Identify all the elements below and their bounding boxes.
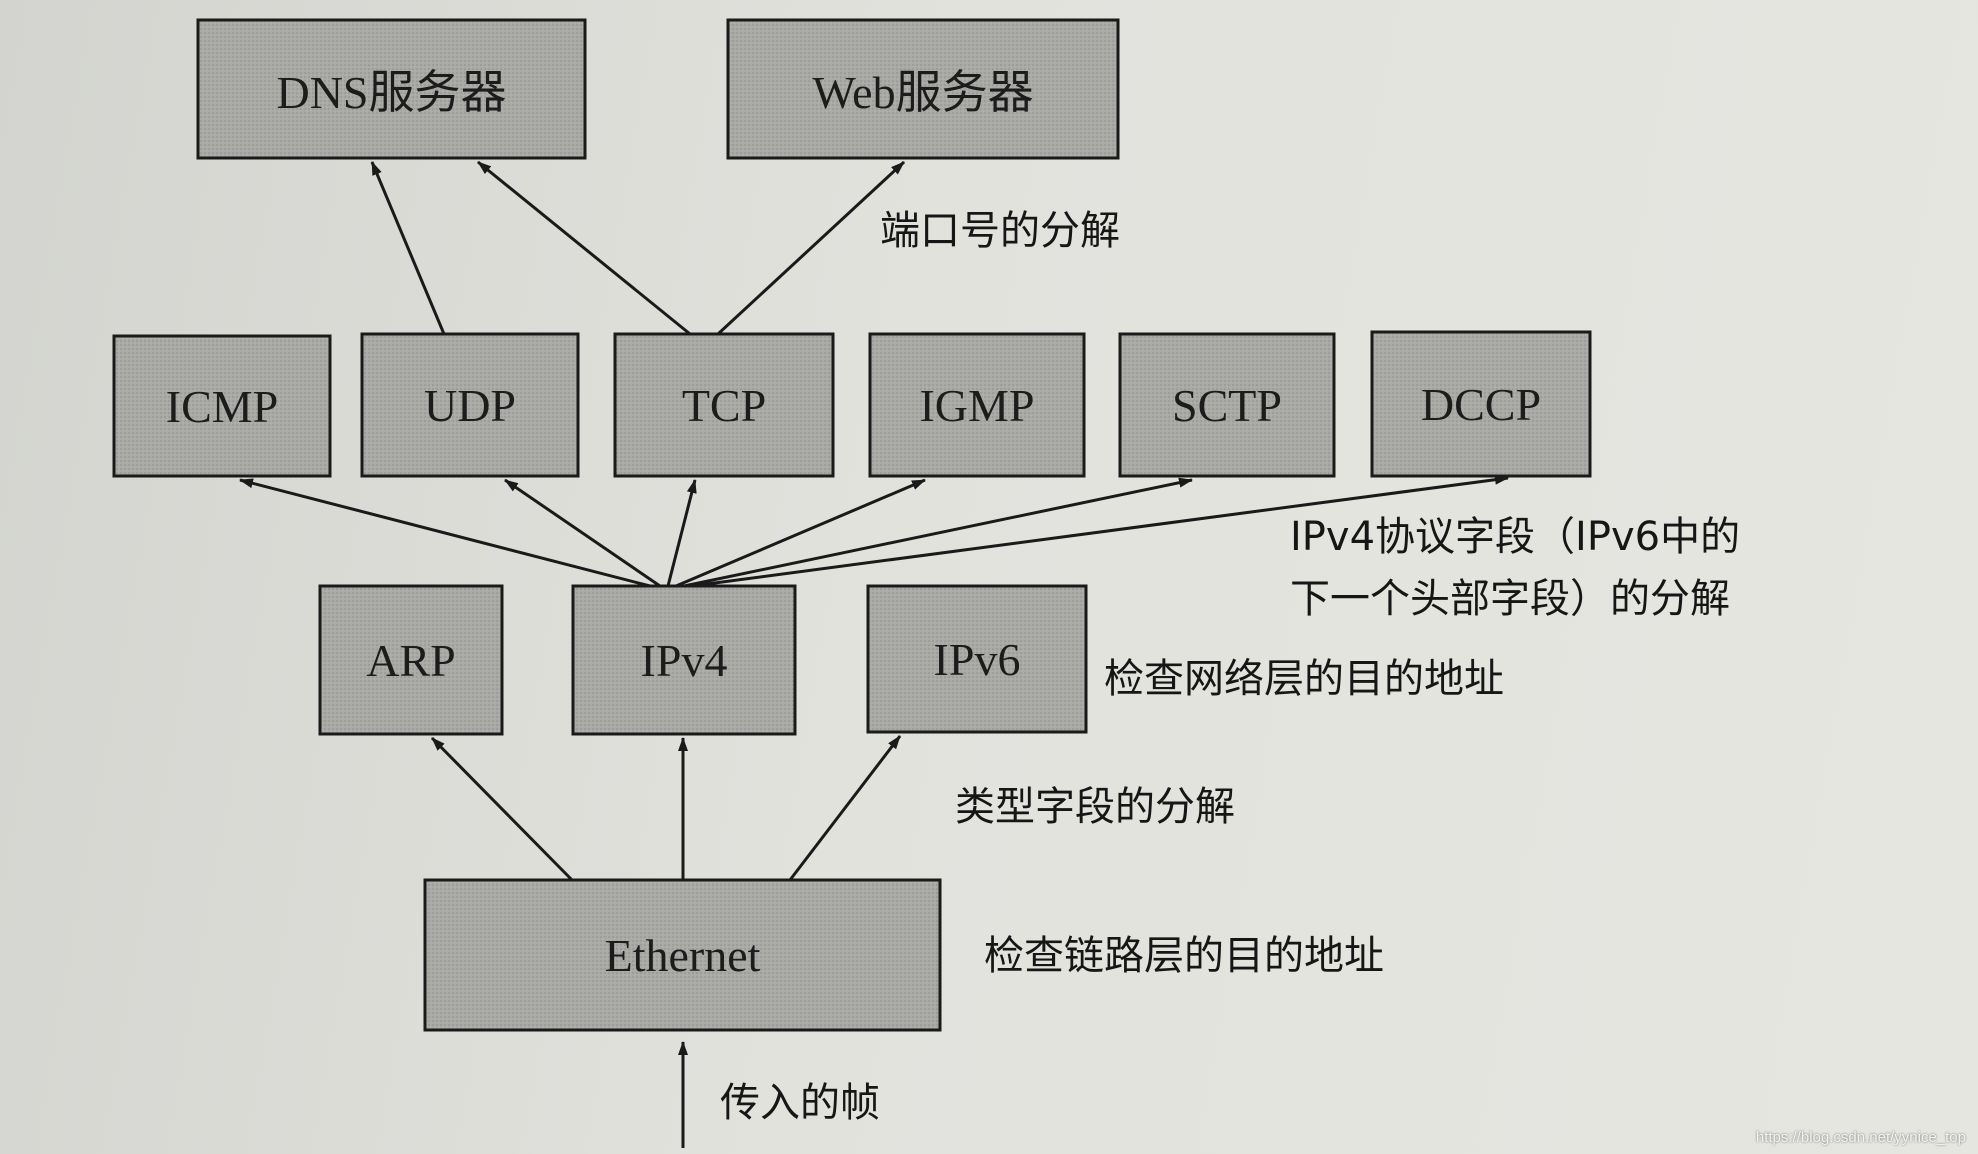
arp-box: [318, 584, 504, 736]
web-server-box: [726, 18, 1120, 160]
dns-server-box: [196, 18, 587, 160]
ethernet-box: [423, 878, 942, 1032]
arrow-ipv4-to-tcp: [666, 479, 697, 587]
sctp-box: [1118, 332, 1336, 478]
type-field-demux-caption: 类型字段的分解: [955, 784, 1235, 830]
ipv6-box: [866, 584, 1088, 734]
check-link-dest-caption: 检查链路层的目的地址: [984, 933, 1384, 979]
arrow-ipv4-to-igmp: [675, 478, 926, 588]
udp-box: [360, 332, 580, 478]
igmp-box: [868, 332, 1086, 478]
arrow-tcp-to-dns: [477, 160, 691, 336]
arrow-ipv4-to-udp: [504, 478, 661, 588]
check-network-dest-caption: 检查网络层的目的地址: [1104, 656, 1504, 702]
port-demux-caption: 端口号的分解: [880, 208, 1120, 254]
arrow-ipv4-to-sctp: [683, 477, 1193, 588]
arrow-tcp-to-web: [716, 160, 906, 336]
protocol-field-caption-line1: IPv4协议字段（IPv6中的: [1290, 514, 1741, 560]
arrow-udp-to-dns: [370, 161, 446, 335]
icmp-box: [112, 334, 332, 478]
protocol-field-caption-line2: 下一个头部字段）的分解: [1290, 576, 1730, 622]
arrow-ethernet-to-ipv6: [788, 735, 902, 881]
dccp-box: [1370, 330, 1592, 478]
arrow-ethernet-to-arp: [430, 736, 574, 882]
watermark-text: https://blog.csdn.net/yynice_top: [1755, 1129, 1966, 1146]
incoming-frame-caption: 传入的帧: [720, 1080, 880, 1126]
ipv4-box: [571, 584, 797, 736]
tcp-box: [613, 332, 835, 478]
arrow-ipv4-to-dccp: [691, 474, 1509, 588]
arrow-ipv4-to-icmp: [239, 478, 651, 588]
